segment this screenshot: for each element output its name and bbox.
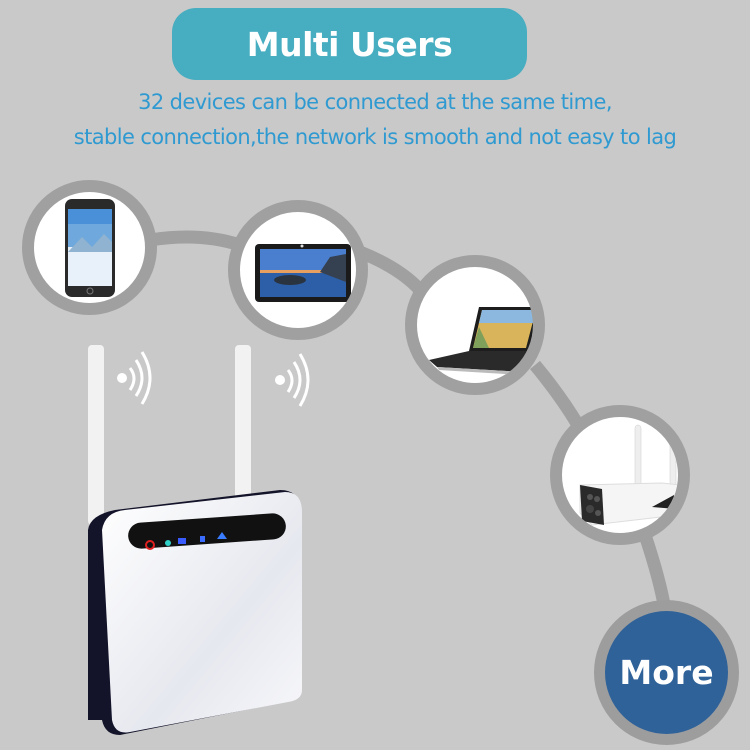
subtitle-line-2: stable connection,the network is smooth … [73, 125, 677, 149]
laptop-icon [429, 307, 533, 375]
lan-led-icon [200, 536, 205, 542]
page-title: Multi Users [246, 24, 453, 64]
device-circle-laptop [405, 255, 545, 395]
network-led-icon [217, 532, 227, 539]
power-led-icon [145, 540, 155, 550]
router-image [88, 345, 302, 735]
wifi-led-icon [165, 540, 171, 546]
wifi-signal-icon [275, 353, 310, 407]
camera-icon [579, 422, 678, 526]
phone-icon [65, 199, 115, 297]
signal-led-icon [178, 538, 186, 544]
device-circle-phone [22, 180, 157, 315]
device-circle-camera [550, 405, 690, 545]
wifi-signal-icon [117, 351, 152, 405]
more-button-label: More [619, 653, 714, 692]
subtitle-line-1: 32 devices can be connected at the same … [138, 90, 612, 114]
tablet-icon [255, 244, 351, 302]
title-banner: Multi Users [172, 8, 527, 80]
device-circle-tablet [228, 200, 368, 340]
more-button[interactable]: More [594, 600, 739, 745]
